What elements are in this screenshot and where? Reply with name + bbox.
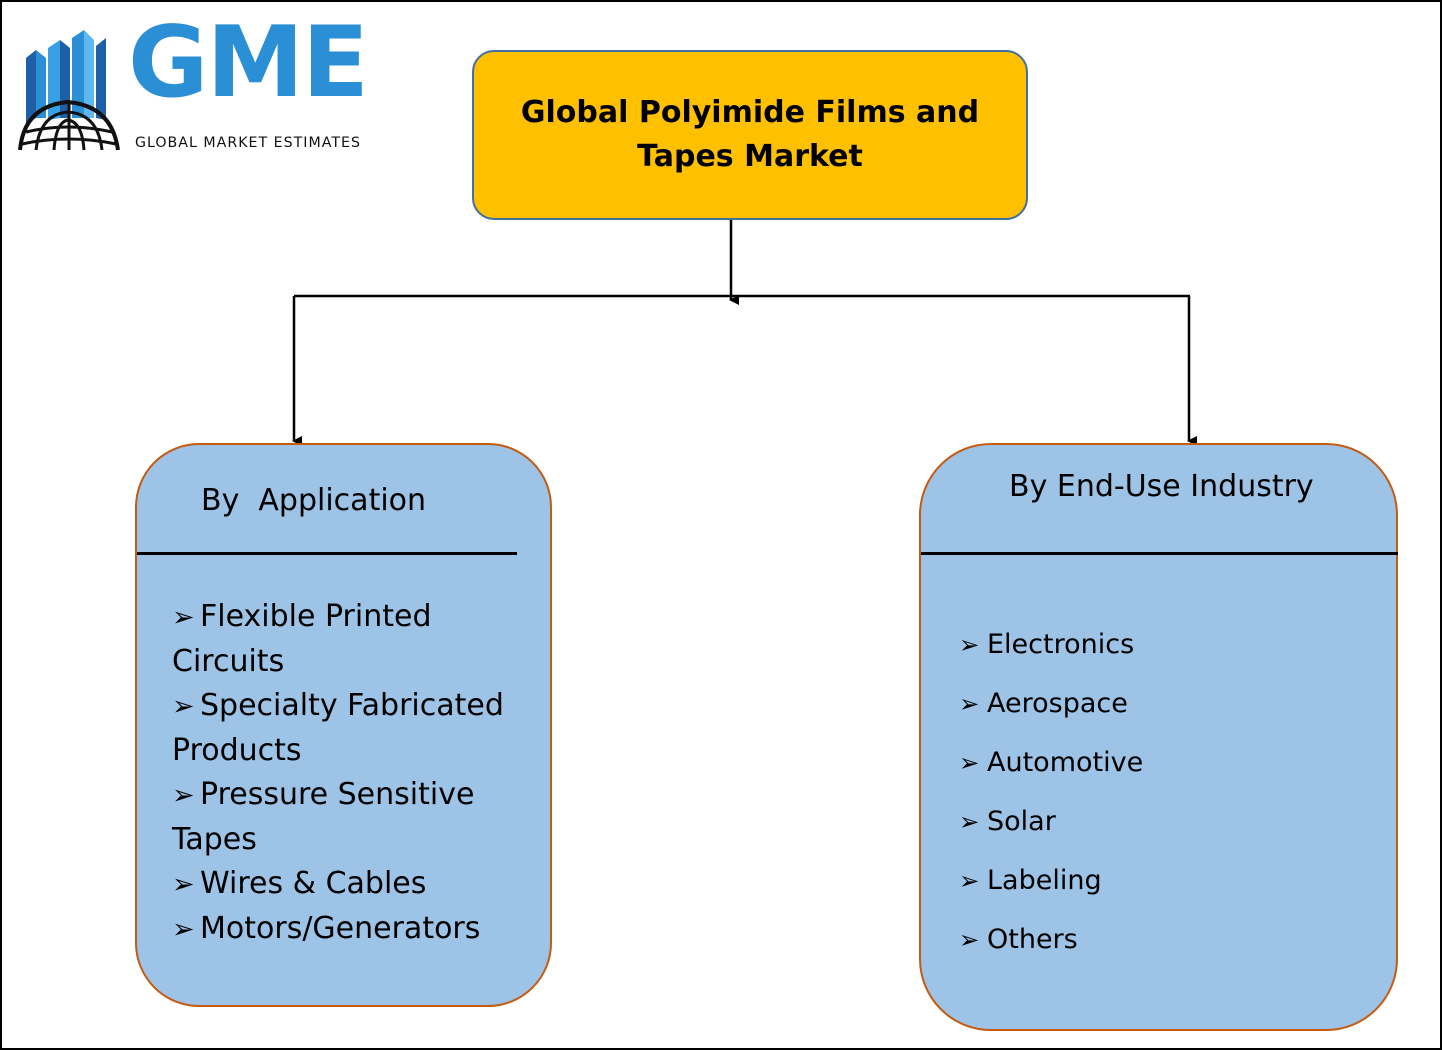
arrow-bullet-icon: ➢ xyxy=(959,748,980,777)
arrow-bullet-icon: ➢ xyxy=(172,602,195,633)
logo-letters: GME xyxy=(128,6,369,120)
arrow-bullet-icon: ➢ xyxy=(959,689,980,718)
list-item: ➢Wires & Cables xyxy=(172,862,542,907)
root-title: Global Polyimide Films and Tapes Market xyxy=(520,95,980,174)
list-item: ➢Electronics xyxy=(959,625,1143,684)
arrow-bullet-icon: ➢ xyxy=(172,780,195,811)
list-item: ➢Labeling xyxy=(959,861,1143,920)
category-divider xyxy=(921,552,1398,555)
list-item: ➢Specialty Fabricated Products xyxy=(172,684,542,773)
list-item: ➢Pressure Sensitive Tapes xyxy=(172,773,542,862)
list-item: ➢Motors/Generators xyxy=(172,907,542,952)
gme-logo: GME GLOBAL MARKET ESTIMATES xyxy=(14,14,394,156)
category-end-use-title: By End-Use Industry xyxy=(1009,469,1314,504)
arrow-bullet-icon: ➢ xyxy=(959,925,980,954)
end-use-list: ➢Electronics ➢Aerospace ➢Automotive ➢Sol… xyxy=(959,625,1143,979)
category-end-use-industry: By End-Use Industry ➢Electronics ➢Aerosp… xyxy=(919,443,1398,1031)
arrow-bullet-icon: ➢ xyxy=(959,866,980,895)
arrow-bullet-icon: ➢ xyxy=(172,914,195,945)
list-item: ➢Solar xyxy=(959,802,1143,861)
category-application: By Application ➢Flexible Printed Circuit… xyxy=(135,443,552,1007)
arrow-bullet-icon: ➢ xyxy=(172,869,195,900)
globe-bars-icon xyxy=(18,30,120,151)
logo-tagline: GLOBAL MARKET ESTIMATES xyxy=(135,135,361,151)
arrow-bullet-icon: ➢ xyxy=(959,807,980,836)
application-list: ➢Flexible Printed Circuits ➢Specialty Fa… xyxy=(172,595,542,952)
root-node: Global Polyimide Films and Tapes Market xyxy=(472,50,1028,220)
list-item: ➢Others xyxy=(959,920,1143,979)
category-application-title: By Application xyxy=(201,483,427,518)
category-divider xyxy=(137,552,517,555)
list-item: ➢Automotive xyxy=(959,743,1143,802)
list-item: ➢Flexible Printed Circuits xyxy=(172,595,542,684)
list-item: ➢Aerospace xyxy=(959,684,1143,743)
arrow-bullet-icon: ➢ xyxy=(959,630,980,659)
arrow-bullet-icon: ➢ xyxy=(172,691,195,722)
